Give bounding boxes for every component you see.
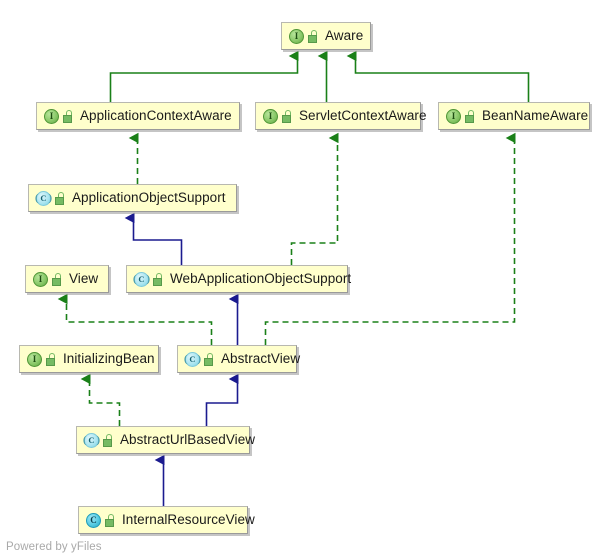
- abstract-class-icon: (): [35, 190, 52, 206]
- uml-node-label: ServletContextAware: [299, 108, 427, 124]
- lock-body: [103, 438, 112, 447]
- lock-shackle: [285, 109, 291, 116]
- edge-abstracturlbasedview-to-initializingbean: [90, 379, 121, 426]
- edge-webapplicationobjectsupport-to-applicationobjectsupport: [134, 218, 183, 265]
- abstract-class-icon: (): [83, 432, 100, 448]
- lock-shackle: [55, 272, 61, 279]
- uml-node-aware[interactable]: Aware: [281, 22, 371, 50]
- uml-node-applicationObjectSupport[interactable]: () ApplicationObjectSupport: [28, 184, 237, 212]
- lock-shackle: [66, 109, 72, 116]
- abstract-paren-right: ): [197, 352, 201, 365]
- interface-icon: [33, 271, 48, 287]
- class-icon: [86, 512, 101, 528]
- abstract-paren-left: (: [35, 191, 39, 204]
- interface-icon: [44, 108, 59, 124]
- uml-node-applicationContextAware[interactable]: ApplicationContextAware: [36, 102, 240, 130]
- uml-node-internalResourceView[interactable]: InternalResourceView: [78, 506, 255, 534]
- public-lock-icon: [465, 109, 476, 123]
- abstract-paren-left: (: [133, 272, 137, 285]
- edge-abstractview-to-beannameaware: [264, 138, 515, 345]
- edge-beannameaware-to-aware: [356, 56, 530, 102]
- public-lock-icon: [282, 109, 293, 123]
- public-lock-icon: [52, 272, 63, 286]
- edge-webapplicationobjectsupport-to-servletcontextaware: [290, 138, 338, 265]
- lock-shackle: [58, 191, 64, 198]
- lock-body: [52, 277, 61, 286]
- lock-shackle: [49, 352, 55, 359]
- uml-node-label: ApplicationContextAware: [80, 108, 232, 124]
- uml-node-beanNameAware[interactable]: BeanNameAware: [438, 102, 590, 130]
- uml-node-label: View: [69, 271, 99, 287]
- public-lock-icon: [55, 191, 66, 205]
- interface-icon: [289, 28, 304, 44]
- interface-icon: [446, 108, 461, 124]
- abstract-class-icon: (): [133, 271, 150, 287]
- public-lock-icon: [105, 513, 116, 527]
- public-lock-icon: [308, 29, 319, 43]
- public-lock-icon: [63, 109, 74, 123]
- lock-body: [308, 34, 317, 43]
- lock-body: [55, 196, 64, 205]
- uml-node-webApplicationObjectSupport[interactable]: () WebApplicationObjectSupport: [126, 265, 352, 293]
- uml-node-label: InitializingBean: [63, 351, 155, 367]
- lock-body: [204, 357, 213, 366]
- lock-shackle: [207, 352, 213, 359]
- abstract-paren-right: ): [96, 433, 100, 446]
- uml-node-label: Aware: [325, 28, 364, 44]
- abstract-paren-left: (: [184, 352, 188, 365]
- uml-node-label: InternalResourceView: [122, 512, 255, 528]
- uml-node-view[interactable]: View: [25, 265, 109, 293]
- lock-shackle: [106, 433, 112, 440]
- watermark-powered-by-yfiles: Powered by yFiles: [6, 541, 102, 553]
- abstract-paren-right: ): [146, 272, 150, 285]
- uml-node-servletContextAware[interactable]: ServletContextAware: [255, 102, 426, 130]
- abstract-paren-right: ): [48, 191, 52, 204]
- public-lock-icon: [46, 352, 57, 366]
- lock-body: [105, 518, 114, 527]
- public-lock-icon: [103, 433, 114, 447]
- lock-shackle: [468, 109, 474, 116]
- interface-icon: [27, 351, 42, 367]
- abstract-paren-left: (: [83, 433, 87, 446]
- uml-node-label: AbstractView: [221, 351, 301, 367]
- interface-icon: [263, 108, 278, 124]
- edge-applicationcontextaware-to-aware: [109, 56, 298, 102]
- lock-shackle: [156, 272, 162, 279]
- uml-node-label: ApplicationObjectSupport: [72, 190, 226, 206]
- abstract-class-icon: (): [184, 351, 201, 367]
- lock-shackle: [108, 513, 114, 520]
- public-lock-icon: [153, 272, 164, 286]
- uml-node-label: AbstractUrlBasedView: [120, 432, 256, 448]
- uml-node-initializingBean[interactable]: InitializingBean: [19, 345, 159, 373]
- lock-body: [63, 114, 72, 123]
- lock-shackle: [311, 29, 317, 36]
- lock-body: [46, 357, 55, 366]
- uml-node-label: BeanNameAware: [482, 108, 589, 124]
- edge-abstracturlbasedview-to-abstractview: [205, 379, 238, 426]
- lock-body: [282, 114, 291, 123]
- uml-node-abstractUrlBasedView[interactable]: () AbstractUrlBasedView: [76, 426, 255, 454]
- public-lock-icon: [204, 352, 215, 366]
- uml-node-label: WebApplicationObjectSupport: [170, 271, 352, 287]
- lock-body: [153, 277, 162, 286]
- edge-abstractview-to-view: [67, 299, 213, 345]
- lock-body: [465, 114, 474, 123]
- uml-node-abstractView[interactable]: () AbstractView: [177, 345, 301, 373]
